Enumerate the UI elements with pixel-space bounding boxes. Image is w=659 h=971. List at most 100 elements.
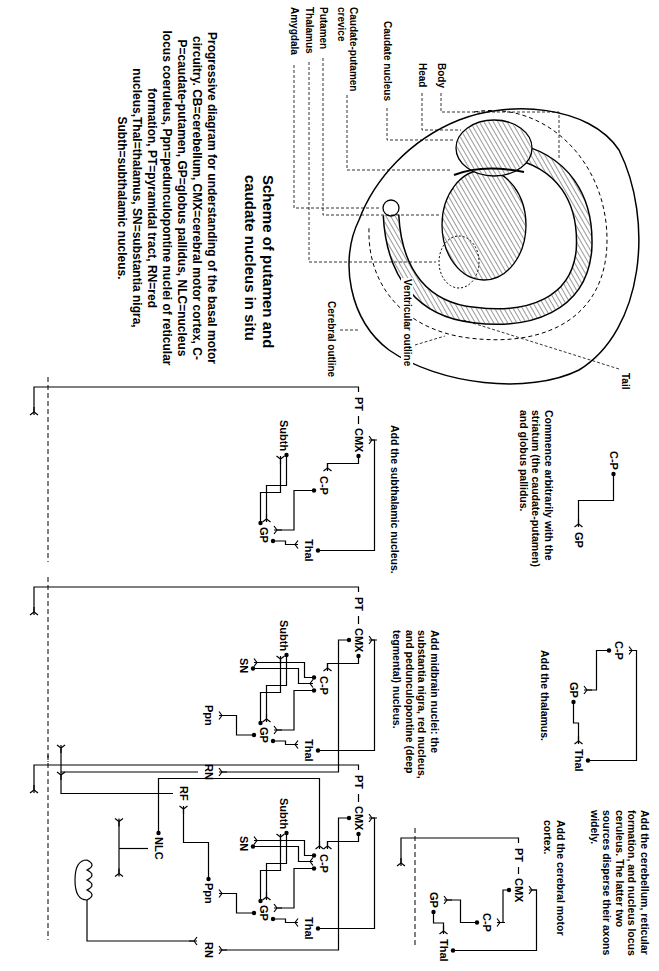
axon-connector: [328, 456, 359, 471]
midline: [48, 577, 49, 762]
nucleus-abbreviation: C-P: [613, 641, 625, 660]
part-label: Caudate nucleus: [381, 20, 393, 102]
nucleus-abbreviation: Ppn: [203, 705, 215, 726]
nucleus-label: GP: [256, 725, 271, 745]
axon-connector: [434, 912, 444, 934]
reticulospinal-axon: [61, 772, 173, 794]
axon-connector: [588, 651, 637, 761]
axon-connector: [358, 416, 359, 424]
nucleus-label: CMX: [351, 626, 366, 654]
nucleus-abbreviation: PT: [353, 597, 365, 611]
pyramidal-tract: [34, 387, 359, 415]
nucleus-abbreviation: Thal: [303, 917, 315, 940]
nucleus-label: PT: [351, 595, 366, 613]
nucleus-label: C-P: [606, 449, 621, 472]
nucleus-label: Ppn: [201, 703, 216, 728]
step-caption: Add midbrain nuclei: the substantia nigr…: [391, 630, 441, 788]
rubrospinal-axon: [61, 745, 198, 772]
axon-connector: [273, 541, 298, 545]
pyramidal-tract: [401, 838, 519, 866]
axon-connector: [358, 794, 359, 802]
midline: [415, 828, 416, 948]
nucleus-label: SN: [236, 656, 251, 675]
nucleus-label: Subth: [276, 796, 291, 831]
nucleus-abbreviation: PT: [353, 397, 365, 411]
axon-connector: [274, 691, 314, 731]
axon-connector: [328, 834, 359, 849]
nucleus-label: C-P: [611, 639, 626, 662]
axon-connector: [318, 440, 375, 551]
part-label: Ventricular outline: [401, 278, 413, 367]
part-label: Putamen: [317, 6, 329, 50]
leader-line: [340, 330, 359, 331]
axon-connector: [184, 806, 209, 879]
part-label: Amygdala: [288, 6, 300, 56]
nucleus-abbreviation: CMX: [513, 878, 525, 902]
axon-connector: [444, 900, 477, 923]
axon-connector: [579, 474, 614, 527]
part-label: Head: [416, 62, 428, 88]
axon-connector: [267, 833, 287, 900]
nucleus-label: GP: [566, 680, 581, 700]
nucleus-abbreviation: Thal: [303, 539, 315, 562]
leader-line: [309, 62, 436, 262]
nucleus-abbreviation: C-P: [318, 676, 330, 695]
nucleus-label: GP: [256, 903, 271, 923]
nucleus-label: CMX: [351, 426, 366, 454]
nucleus-abbreviation: Thal: [573, 749, 585, 772]
nucleus-abbreviation: GP: [258, 905, 270, 921]
step-caption: Add the cerebellum, reticular formation,…: [589, 810, 652, 965]
nucleus-abbreviation: Subth: [278, 798, 290, 829]
nucleus-abbreviation: Ppn: [203, 883, 215, 904]
nucleus-abbreviation: Thal: [303, 739, 315, 762]
dispersing-axon: [118, 819, 119, 849]
caudate-putamen-crevice: [454, 169, 524, 175]
axon-connector: [584, 651, 609, 691]
nucleus-label: PT: [351, 395, 366, 413]
nucleus-label: C-P: [479, 911, 494, 934]
step-caption: Add the cerebral motor cortex.: [542, 820, 567, 968]
nucleus-label: CMX: [511, 876, 526, 904]
part-label: Caudate-putamen crevice: [335, 6, 359, 94]
axon-connector: [261, 456, 281, 523]
nucleus-label: RF: [176, 784, 191, 803]
nucleus-label: PT: [511, 846, 526, 864]
figure-caption: Progressive diagram for understanding of…: [114, 28, 219, 368]
nucleus-abbreviation: SN: [238, 658, 250, 673]
part-label: Thalamus: [303, 6, 315, 55]
nucleus-label: Ppn: [201, 881, 216, 906]
nucleus-abbreviation: GP: [428, 892, 440, 908]
axon-connector: [497, 890, 509, 923]
axon-connector: [274, 869, 314, 909]
step-caption: Add the subthalamic nucleus.: [389, 425, 402, 595]
axon-connector: [219, 716, 254, 736]
nucleus-label: GP: [256, 525, 271, 545]
nucleus-label: Thal: [301, 915, 316, 942]
leader-line: [387, 108, 453, 140]
nucleus-abbreviation: RN: [203, 942, 215, 958]
caudate-head-hatch: [457, 121, 531, 175]
nucleus-abbreviation: GP: [258, 527, 270, 543]
axon-connector: [273, 741, 298, 745]
nucleus-abbreviation: C-P: [608, 451, 620, 470]
axon-connector: [261, 656, 281, 723]
nucleus-abbreviation: GP: [568, 682, 580, 698]
nucleus-abbreviation: NLC: [153, 837, 165, 860]
nucleus-abbreviation: C-P: [318, 476, 330, 495]
figure-title: Scheme of putamen and caudate nucleus in…: [241, 175, 277, 375]
nucleus-abbreviation: RN: [203, 764, 215, 780]
amygdala-shape: [383, 200, 399, 216]
nucleus-label: GP: [426, 890, 441, 910]
nucleus-abbreviation: CMX: [353, 428, 365, 452]
leader-line: [415, 336, 445, 345]
nucleus-label: C-P: [316, 474, 331, 497]
dispersing-axon: [119, 848, 148, 849]
cerebral-outline: [349, 109, 639, 384]
midline: [48, 377, 49, 562]
nucleus-abbreviation: PT: [353, 775, 365, 789]
step-caption: Commence arbitrarily with the striatum (…: [518, 410, 556, 575]
axon-connector: [219, 640, 349, 772]
nucleus-abbreviation: RF: [178, 786, 190, 801]
axon-connector: [219, 818, 349, 950]
